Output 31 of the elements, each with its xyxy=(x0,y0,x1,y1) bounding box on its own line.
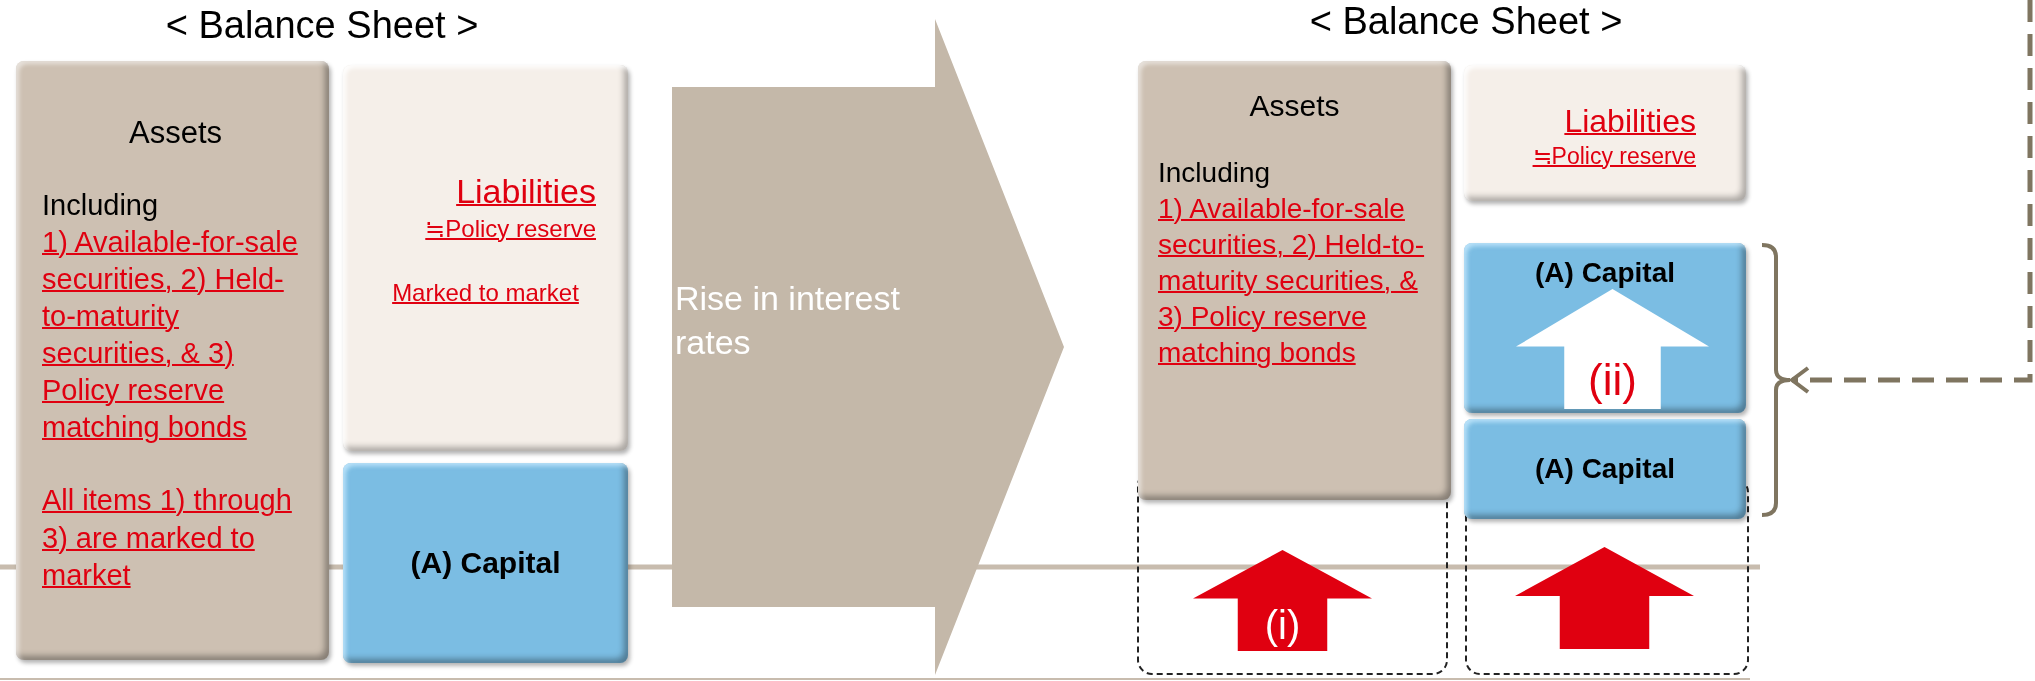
block-heading: (A) Capital xyxy=(1534,256,1676,290)
body-text: 1) Available-for-sale securities, 2) Held-to-maturity securities, & 3) Policy reserve matching bonds xyxy=(42,224,299,446)
chart-title: < Balance Sheet > xyxy=(165,4,479,47)
assets-block xyxy=(1138,61,1451,500)
dashed-arrow xyxy=(1790,0,2033,394)
block-heading: Assets xyxy=(128,114,223,152)
capital-block xyxy=(1464,243,1746,413)
up-arrow xyxy=(1193,550,1372,651)
block-heading: (A) Capital xyxy=(410,544,561,581)
body-text: Including xyxy=(42,187,160,223)
capital-block xyxy=(343,463,628,663)
note-text: All items 1) through 3) are marked to market xyxy=(42,483,293,593)
liabilities-block xyxy=(343,65,628,451)
note-text: Marked to market xyxy=(391,278,580,309)
block-heading: Liabilities xyxy=(455,171,597,212)
capital-block xyxy=(1464,419,1746,519)
chart-title: < Balance Sheet > xyxy=(1309,0,1623,43)
block-heading: Assets xyxy=(1248,88,1341,124)
arrow-label: (ii) xyxy=(1588,357,1637,402)
large-arrow xyxy=(672,19,1064,675)
body-text: ≒Policy reserve xyxy=(1531,141,1697,171)
assets-block xyxy=(16,61,329,660)
body-text: ≒Policy reserve xyxy=(424,213,597,244)
arrow-label: (i) xyxy=(1264,604,1301,645)
block-heading: Liabilities xyxy=(1563,102,1697,141)
body-text: 1) Available-for-sale securities, 2) Held-to-maturity securities, & 3) Policy reserve matching bonds xyxy=(1158,192,1426,370)
block-heading: (A) Capital xyxy=(1535,452,1675,487)
arrow-label: Rise in interest rates xyxy=(675,278,901,363)
up-pointer-badge xyxy=(1516,289,1709,409)
liabilities-block xyxy=(1464,65,1746,201)
body-text: Including xyxy=(1158,156,1272,191)
